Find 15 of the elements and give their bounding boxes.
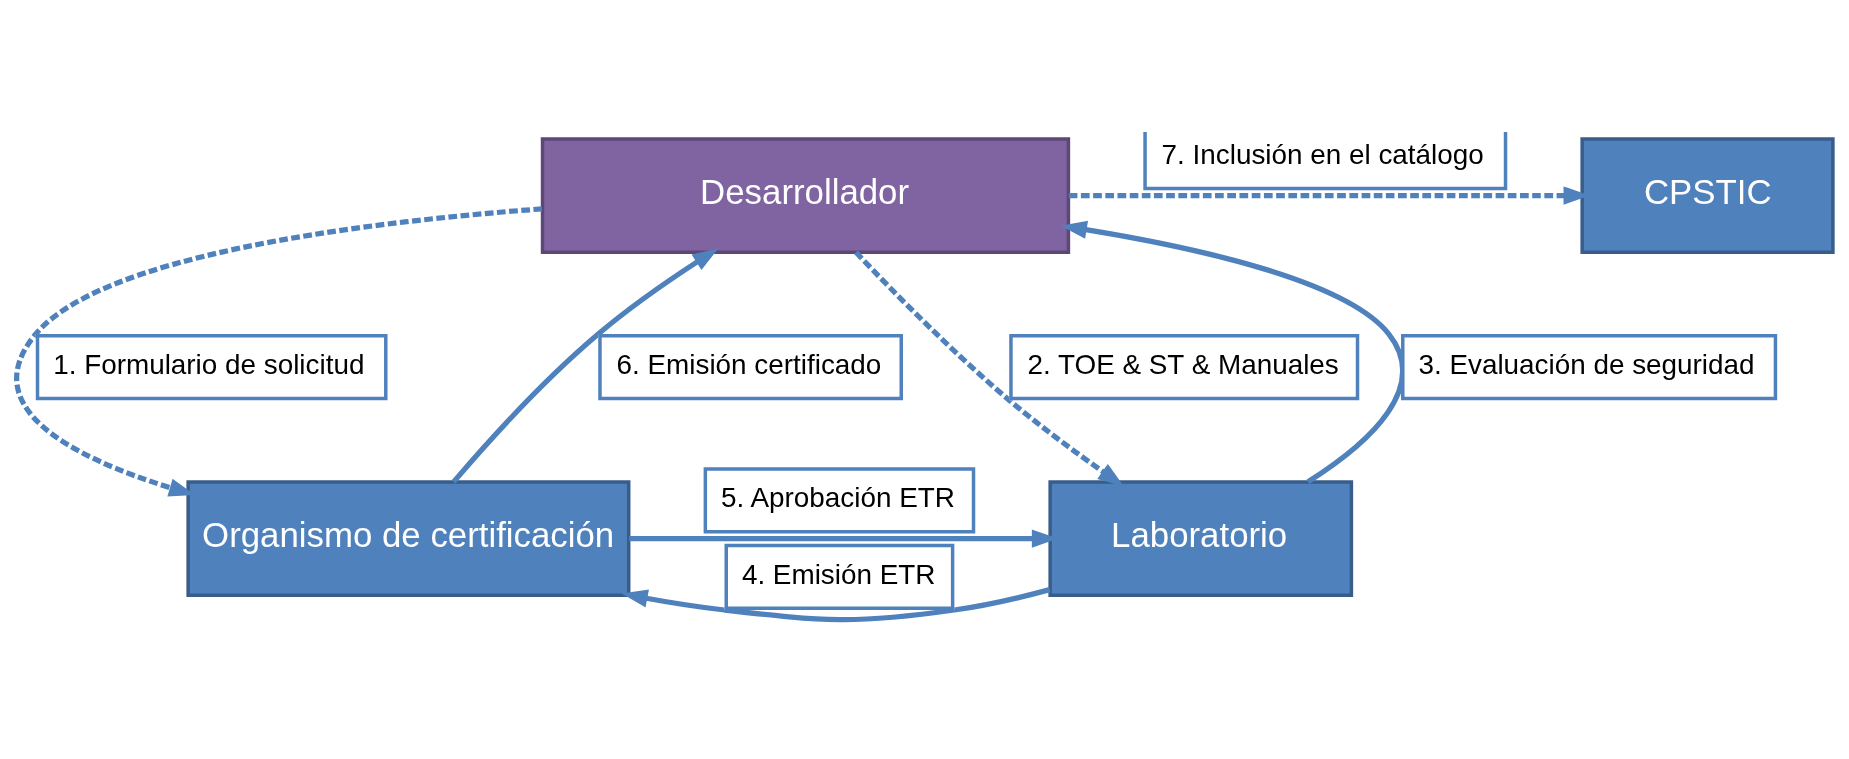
- arrow: [451, 248, 719, 484]
- node-box: CPSTIC: [1580, 137, 1835, 254]
- node-box: Organismo de certificación: [186, 480, 631, 597]
- edge-label: 1. Formulario de solicitud: [53, 348, 365, 380]
- edge-label: 5. Aprobación ETR: [721, 481, 955, 513]
- edge-label: 2. TOE & ST & Manuales: [1027, 348, 1339, 380]
- arrow: [621, 587, 1051, 623]
- edge-label: 4. Emisión ETR: [741, 558, 936, 590]
- edge-label: 3. Evaluación de seguridad: [1418, 348, 1755, 380]
- node-box: Desarrollador: [540, 137, 1071, 254]
- node-box: Laboratorio: [1048, 480, 1354, 597]
- edge-label: 6. Emisión certificado: [616, 348, 882, 380]
- arrow: [14, 206, 543, 497]
- arrow: [854, 250, 1124, 487]
- edge-label: 7. Inclusión en el catálogo: [1161, 138, 1484, 170]
